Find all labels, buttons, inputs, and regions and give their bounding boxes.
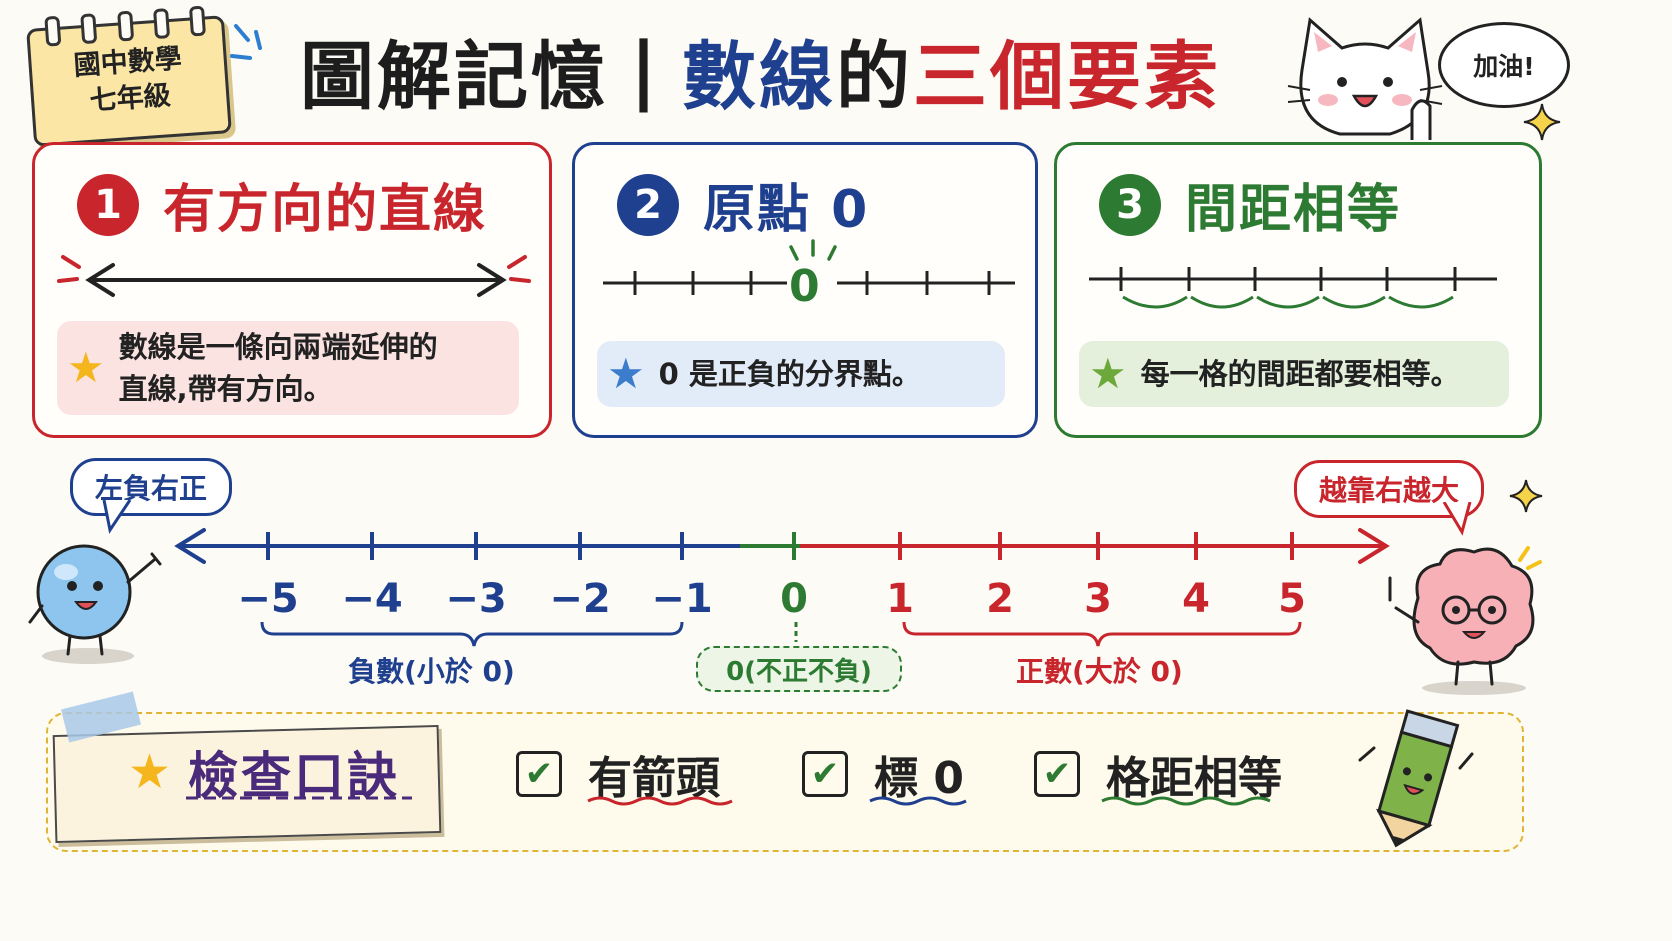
- spark-lines-icon: [230, 24, 262, 60]
- title-separator: |: [630, 27, 661, 113]
- badge-line-2: 七年級: [88, 80, 172, 117]
- range-braces: [260, 621, 1302, 647]
- star-icon: ★: [607, 348, 645, 398]
- tick-label-4: 4: [1182, 576, 1210, 622]
- title-part-4: 三個要素: [913, 33, 1222, 120]
- negative-range-label: 負數(小於 0): [348, 655, 515, 688]
- tick-label-5: 5: [1278, 576, 1306, 622]
- spiral-rings: [44, 5, 207, 47]
- card-3-header: 3 間距相等: [1099, 167, 1401, 242]
- sparkle-icon: [1509, 479, 1543, 513]
- card-2-note-text: 0 是正負的分界點。: [658, 356, 921, 391]
- page-title: 圖解記憶 | 數線 的 三個要素: [300, 20, 1221, 120]
- origin-zero-label: 0: [789, 261, 820, 312]
- bubble-tail-right: [1442, 502, 1472, 536]
- origin-number-line: [603, 239, 1015, 295]
- checklist-title-text: 檢查口訣: [188, 747, 401, 805]
- card-equal-spacing: 3 間距相等 ★ 每一格的間距都要相等。: [1054, 142, 1542, 438]
- card-1-number: 1: [77, 173, 139, 236]
- card-directed-line: 1 有方向的直線 ★ 數線是一條向兩端延伸的 直線,帶有方向。: [32, 142, 552, 438]
- zero-note-tag: 0(不正不負): [696, 646, 902, 692]
- checklist-title: ★ 檢查口訣: [128, 736, 400, 808]
- card-2-note: ★ 0 是正負的分界點。: [597, 341, 1005, 407]
- positive-range-label: 正數(大於 0): [1016, 655, 1183, 688]
- title-part-1: 圖解記憶: [300, 33, 608, 120]
- check-item-2-label: 標 0: [874, 753, 964, 804]
- tick-label-neg5: −5: [237, 576, 299, 622]
- wavy-underline-green: [1101, 796, 1271, 806]
- star-icon: ★: [128, 744, 175, 800]
- ball-mascot: [28, 544, 162, 664]
- check-icon[interactable]: ✔: [802, 751, 848, 797]
- tick-label-neg1: −1: [651, 576, 713, 622]
- title-part-3: 的: [836, 33, 914, 120]
- star-icon: ★: [67, 342, 105, 392]
- tick-label-zero: 0: [780, 576, 808, 622]
- tick-label-2: 2: [986, 576, 1014, 622]
- card-1-header: 1 有方向的直線: [77, 167, 487, 242]
- double-arrow-line: [57, 255, 531, 297]
- title-underline: [186, 796, 412, 800]
- card-2-header: 2 原點 0: [617, 167, 869, 242]
- left-negative-bubble: 左負右正: [70, 458, 233, 516]
- check-icon[interactable]: ✔: [516, 751, 562, 797]
- card-3-note: ★ 每一格的間距都要相等。: [1079, 341, 1509, 407]
- card-1-note-line-1: 數線是一條向兩端延伸的: [118, 329, 438, 364]
- sparkle-icon: [1523, 103, 1561, 141]
- equal-spacing-line: [1089, 267, 1497, 309]
- tick-label-neg4: −4: [341, 576, 403, 622]
- grade-badge: 國中數學 七年級: [26, 5, 232, 147]
- card-1-title: 有方向的直線: [163, 180, 488, 240]
- card-3-number: 3: [1099, 173, 1161, 236]
- card-2-title: 原點 0: [703, 180, 870, 240]
- wavy-underline-blue: [869, 796, 967, 806]
- right-larger-bubble: 越靠右越大: [1294, 460, 1485, 518]
- card-1-note-line-2: 直線,帶有方向。: [118, 372, 333, 406]
- card-origin: 2 原點 0 0 ★ 0 是正負的分界點。: [572, 142, 1038, 438]
- card-3-title: 間距相等: [1185, 180, 1402, 240]
- tick-label-1: 1: [886, 576, 914, 622]
- card-2-number: 2: [617, 173, 679, 236]
- check-icon[interactable]: ✔: [1034, 751, 1080, 797]
- main-number-line: [174, 528, 1390, 564]
- tick-label-3: 3: [1084, 576, 1112, 622]
- check-item-1-label: 有箭頭: [588, 753, 720, 804]
- card-3-note-text: 每一格的間距都要相等。: [1140, 356, 1460, 391]
- check-item-spacing[interactable]: ✔ 格距相等: [1034, 742, 1282, 806]
- pencil-mascot: [1358, 709, 1474, 848]
- bubble-tail-left: [102, 500, 132, 534]
- tick-label-neg2: −2: [549, 576, 611, 622]
- cat-mascot: [1287, 17, 1443, 140]
- title-part-2: 數線: [682, 33, 837, 120]
- card-1-note: ★ 數線是一條向兩端延伸的 直線,帶有方向。: [57, 321, 519, 415]
- wavy-underline-red: [587, 796, 733, 806]
- star-icon: ★: [1089, 348, 1127, 398]
- tick-label-neg3: −3: [445, 576, 507, 622]
- cheer-bubble: 加油!: [1438, 22, 1570, 108]
- check-item-arrow[interactable]: ✔ 有箭頭: [516, 742, 720, 806]
- check-item-zero[interactable]: ✔ 標 0: [802, 742, 964, 806]
- brain-mascot: [1388, 546, 1542, 695]
- check-item-3-label: 格距相等: [1106, 753, 1282, 804]
